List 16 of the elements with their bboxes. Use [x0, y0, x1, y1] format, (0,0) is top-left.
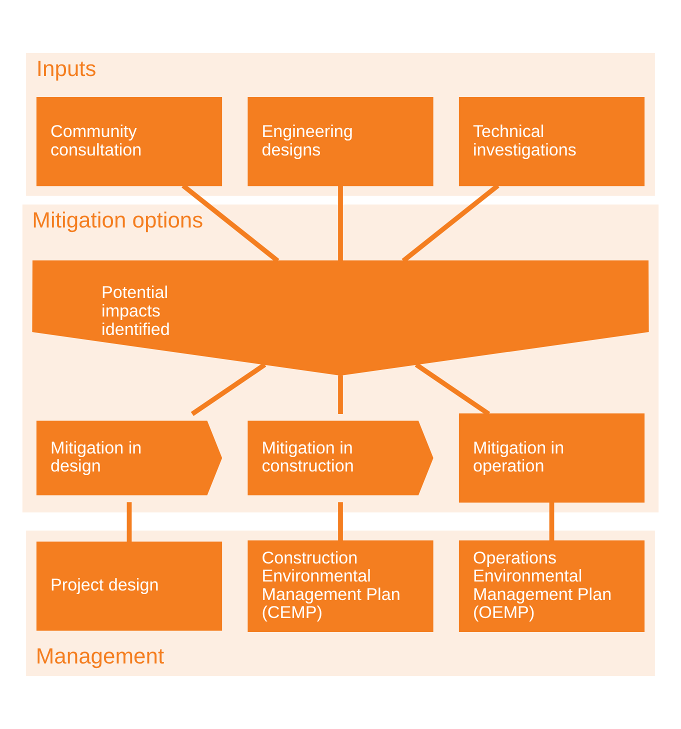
node-box: Operations Environmental Management Plan (OEMP): [458, 540, 645, 632]
connector: [402, 184, 500, 263]
node-box: Engineering designs: [248, 97, 434, 186]
connector: [190, 362, 266, 416]
connector: [338, 502, 343, 541]
node-box: Construction Environmental Management Plan (CEMP): [248, 540, 434, 632]
connector: [338, 186, 343, 261]
node-box: Mitigation in operation: [458, 413, 645, 503]
node-box: Community consultation: [36, 97, 222, 186]
connector: [414, 362, 490, 416]
connector: [338, 375, 343, 414]
node-box: Project design: [36, 542, 222, 631]
node-box: Technical investigations: [458, 97, 645, 186]
connector: [182, 184, 280, 263]
connector: [126, 502, 132, 542]
connector: [549, 502, 554, 541]
